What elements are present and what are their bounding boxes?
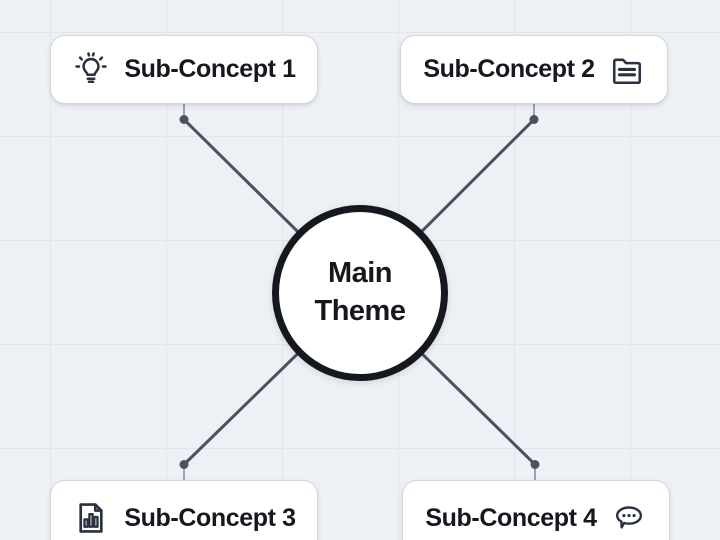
node-label: Sub-Concept 1 (124, 55, 296, 83)
node-label: Sub-Concept 4 (425, 503, 597, 532)
node-sub-concept-2[interactable]: Sub-Concept 2 (400, 35, 668, 104)
node-sub-concept-4[interactable]: Sub-Concept 4 (402, 480, 670, 540)
chart-document-icon (72, 499, 110, 537)
connector-endpoint-dot[interactable] (529, 115, 539, 124)
node-label: Sub-Concept 2 (423, 55, 595, 83)
node-label: Sub-Concept 3 (124, 503, 296, 532)
connector-endpoint-dot[interactable] (179, 115, 189, 124)
main-theme-label-line1: Main (327, 257, 393, 290)
node-sub-concept-1[interactable]: Sub-Concept 1 (50, 35, 318, 104)
connector-endpoint-dot[interactable] (530, 460, 540, 469)
connector-endpoint-dot[interactable] (179, 460, 189, 469)
chat-dots-icon (611, 500, 647, 536)
main-theme-node[interactable]: Main Theme (272, 205, 448, 381)
node-sub-concept-3[interactable]: Sub-Concept 3 (50, 480, 318, 540)
lightbulb-icon (72, 51, 110, 89)
folder-lines-icon (609, 52, 645, 88)
main-theme-label-line2: Theme (314, 295, 406, 327)
